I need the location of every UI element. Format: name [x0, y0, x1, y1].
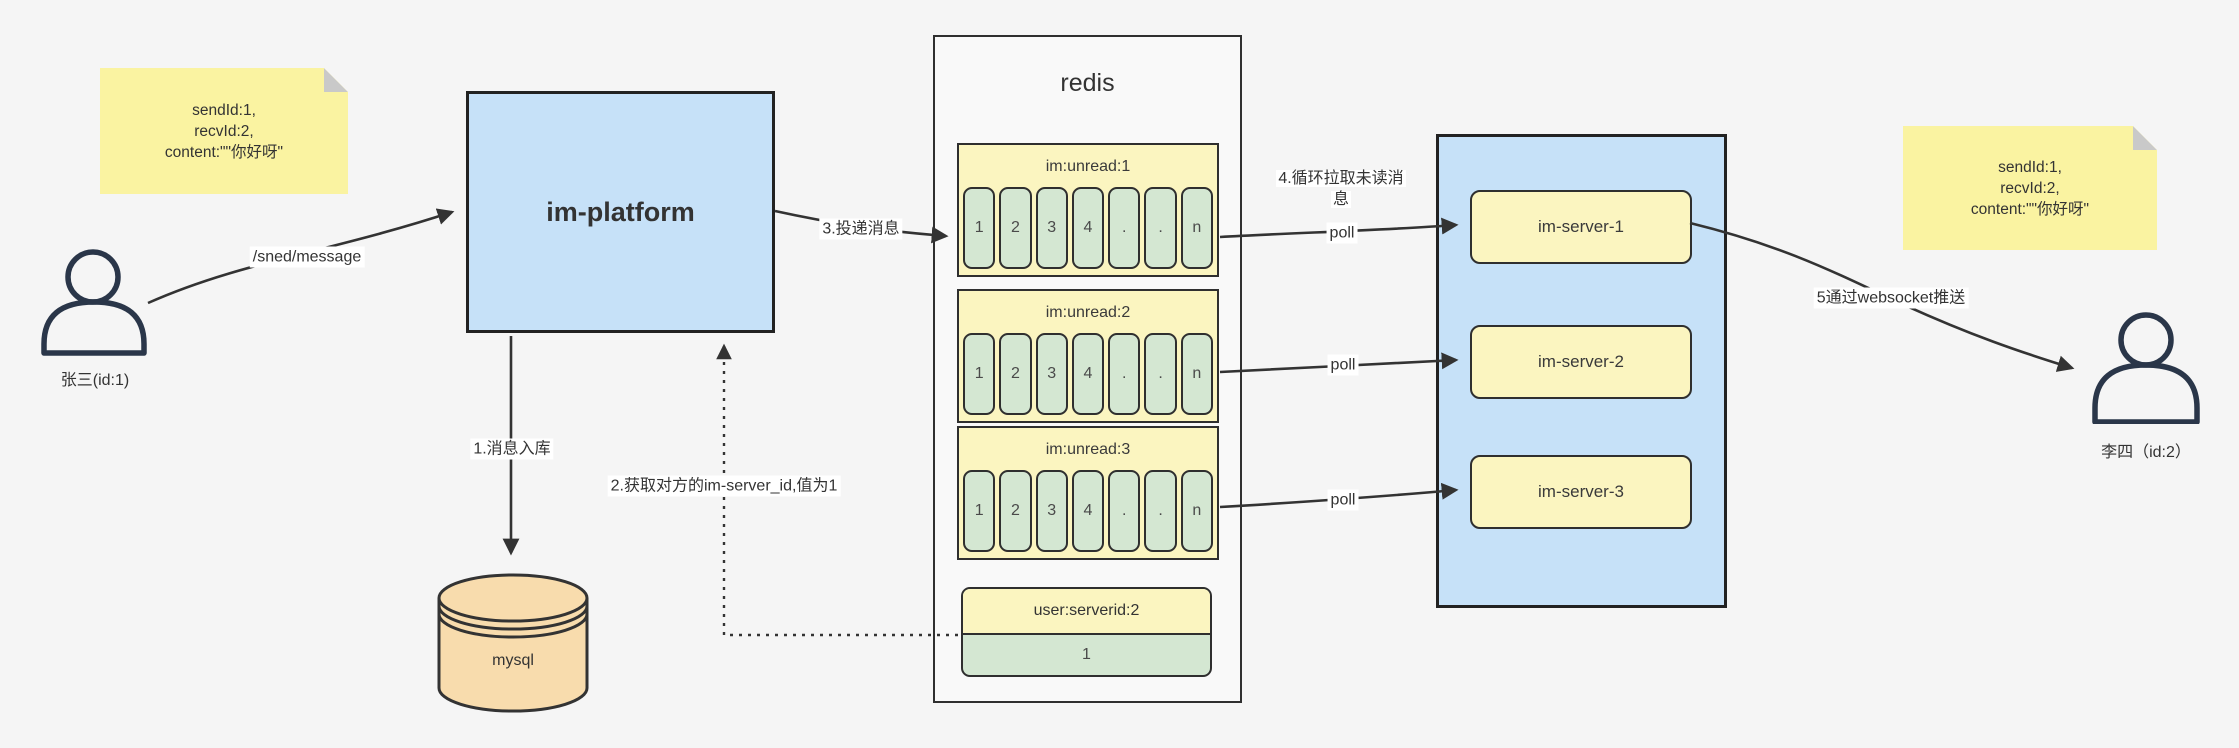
edge-label-step1: 1.消息入库: [470, 438, 554, 460]
mysql-database: mysql: [435, 572, 591, 714]
actor-sender: 张三(id:1): [40, 248, 150, 389]
mysql-label: mysql: [492, 652, 534, 669]
queue-cells: 1 2 3 4 . . n: [959, 470, 1217, 552]
queue-header: im:unread:3: [1045, 441, 1131, 458]
edge-label-step5: 5通过websocket推送: [1813, 287, 1969, 309]
edge-label-step2: 2.获取对方的im-server_id,值为1: [607, 475, 841, 497]
queue-cell: 4: [1071, 187, 1105, 269]
queue-cell: .: [1144, 333, 1177, 415]
im-server-cluster: im-server-1 im-server-2 im-server-3: [1436, 134, 1727, 608]
redis-queue-unread-1: im:unread:1 1 2 3 4 . . n: [957, 143, 1219, 277]
queue-cell: .: [1144, 187, 1177, 269]
im-server-1-box: im-server-1: [1470, 190, 1692, 264]
database-cylinder-icon: [437, 573, 589, 713]
redis-user-serverid-entry: user:serverid:2 1: [961, 587, 1212, 677]
queue-cell: 2: [999, 333, 1032, 415]
redis-queue-unread-3: im:unread:3 1 2 3 4 . . n: [957, 426, 1219, 560]
person-icon: [41, 249, 147, 356]
queue-cell: 3: [1035, 470, 1068, 552]
queue-cells: 1 2 3 4 . . n: [959, 187, 1217, 269]
queue-cell: 2: [999, 187, 1032, 269]
actor-receiver-label: 李四（id:2）: [2101, 444, 2191, 461]
queue-cell: .: [1108, 470, 1141, 552]
edge-label-step4-line1: 4.循环拉取未读消: [1276, 170, 1406, 187]
queue-cell: 4: [1071, 333, 1105, 415]
note-line: content:""你好呀": [1970, 200, 2090, 218]
actor-receiver: 李四（id:2）: [2090, 312, 2202, 461]
queue-cell: n: [1180, 333, 1213, 415]
edge-label-poll-2: poll: [1327, 354, 1359, 376]
im-server-3-box: im-server-3: [1470, 455, 1692, 529]
redis-panel: redis im:unread:1 1 2 3 4 . . n im:unrea…: [933, 35, 1242, 703]
queue-cell: .: [1108, 187, 1141, 269]
note-line: sendId:1,: [192, 101, 256, 119]
queue-cell: 1: [963, 470, 996, 552]
redis-queue-unread-2: im:unread:2 1 2 3 4 . . n: [957, 289, 1219, 423]
kv-value: 1: [1082, 646, 1091, 663]
queue-cell: 2: [999, 470, 1032, 552]
note-line: recvId:2,: [2000, 179, 2060, 197]
queue-cell: 3: [1035, 187, 1068, 269]
queue-cell: .: [1144, 470, 1177, 552]
note-line: content:""你好呀": [164, 143, 284, 161]
actor-sender-label: 张三(id:1): [60, 372, 130, 389]
queue-cell: 4: [1071, 470, 1105, 552]
queue-cell: 3: [1035, 333, 1068, 415]
note-fold-icon: [2133, 126, 2157, 150]
kv-key: user:serverid:2: [963, 589, 1210, 635]
queue-cell: n: [1180, 470, 1213, 552]
note-line: sendId:1,: [1998, 158, 2062, 176]
note-fold-icon: [324, 68, 348, 92]
queue-header: im:unread:1: [1045, 158, 1131, 175]
message-payload-note-right: sendId:1, recvId:2, content:""你好呀": [1903, 126, 2157, 250]
redis-title: redis: [1060, 69, 1115, 97]
edge-label-step4: 4.循环拉取未读消 息: [1253, 168, 1429, 210]
queue-cell: .: [1108, 333, 1141, 415]
queue-cells: 1 2 3 4 . . n: [959, 333, 1217, 415]
note-line: recvId:2,: [194, 122, 254, 140]
queue-cell: 1: [963, 187, 996, 269]
message-payload-note-left: sendId:1, recvId:2, content:""你好呀": [100, 68, 348, 194]
im-platform-label: im-platform: [546, 196, 695, 227]
im-server-1-label: im-server-1: [1538, 217, 1624, 236]
queue-cell: n: [1180, 187, 1213, 269]
person-icon: [2092, 312, 2200, 424]
queue-cell: 1: [963, 333, 996, 415]
im-platform-box: im-platform: [466, 91, 775, 333]
edge-label-step3: 3.投递消息: [819, 218, 903, 240]
im-server-2-box: im-server-2: [1470, 325, 1692, 399]
edge-label-step4-line2: 息: [1330, 191, 1351, 208]
edge-label-poll-1: poll: [1326, 222, 1358, 244]
queue-header: im:unread:2: [1045, 304, 1131, 321]
edge-label-send-message: /sned/message: [249, 246, 365, 268]
edge-label-poll-3: poll: [1327, 489, 1359, 511]
im-server-2-label: im-server-2: [1538, 352, 1624, 371]
im-server-3-label: im-server-3: [1538, 482, 1624, 501]
